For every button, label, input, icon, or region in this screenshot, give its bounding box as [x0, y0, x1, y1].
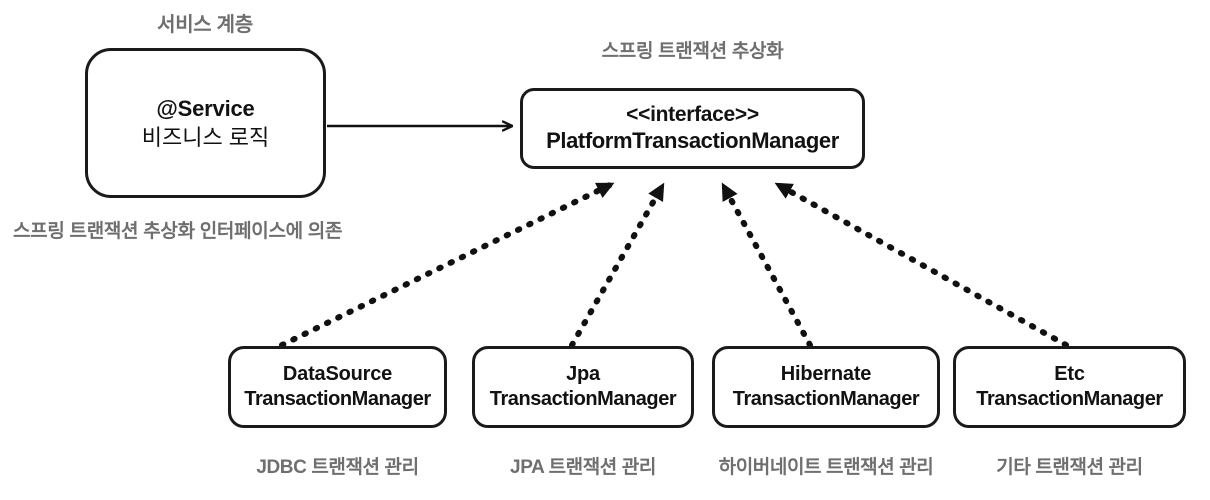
node-jpa-transaction-manager[interactable]: Jpa TransactionManager — [472, 346, 694, 428]
node-impl-1-line2: TransactionManager — [489, 387, 677, 410]
node-impl-2-line1: Hibernate — [780, 362, 872, 385]
node-impl-3-line1: Etc — [1054, 362, 1085, 385]
caption-depends-on-abstraction: 스프링 트랜잭션 추상화 인터페이스에 의존 — [13, 221, 343, 242]
node-service-line1: @Service — [156, 95, 255, 121]
edge-etc-realization — [772, 180, 1069, 348]
node-service-class[interactable]: @Service 비즈니스 로직 — [85, 48, 326, 198]
node-impl-0-line2: TransactionManager — [244, 387, 431, 410]
node-impl-1-line1: Jpa — [566, 362, 600, 385]
caption-hibernate-transaction-management: 하이버네이트 트랜잭션 관리 — [718, 457, 934, 478]
node-interface-stereotype: <<interface>> — [626, 102, 759, 126]
node-impl-3-line2: TransactionManager — [976, 387, 1163, 410]
node-impl-0-line1: DataSource — [282, 362, 393, 385]
caption-spring-transaction-abstraction: 스프링 트랜잭션 추상화 — [601, 41, 784, 62]
caption-etc-transaction-management: 기타 트랜잭션 관리 — [996, 457, 1143, 478]
edge-hibernate-realization — [719, 180, 813, 348]
edge-jpa-realization — [569, 180, 667, 348]
caption-jpa-transaction-management: JPA 트랜잭션 관리 — [510, 457, 656, 478]
node-interface-name: PlatformTransactionManager — [546, 128, 839, 154]
caption-service-layer: 서비스 계층 — [157, 14, 253, 36]
node-hibernate-transaction-manager[interactable]: Hibernate TransactionManager — [712, 346, 940, 428]
edge-datasource-realization — [279, 180, 617, 348]
node-datasource-transaction-manager[interactable]: DataSource TransactionManager — [228, 346, 447, 428]
node-impl-2-line2: TransactionManager — [732, 387, 920, 410]
caption-jdbc-transaction-management: JDBC 트랜잭션 관리 — [256, 457, 419, 478]
node-etc-transaction-manager[interactable]: Etc TransactionManager — [953, 346, 1186, 428]
node-service-line2: 비즈니스 로직 — [141, 124, 270, 150]
node-platform-transaction-manager[interactable]: <<interface>> PlatformTransactionManager — [520, 88, 865, 169]
